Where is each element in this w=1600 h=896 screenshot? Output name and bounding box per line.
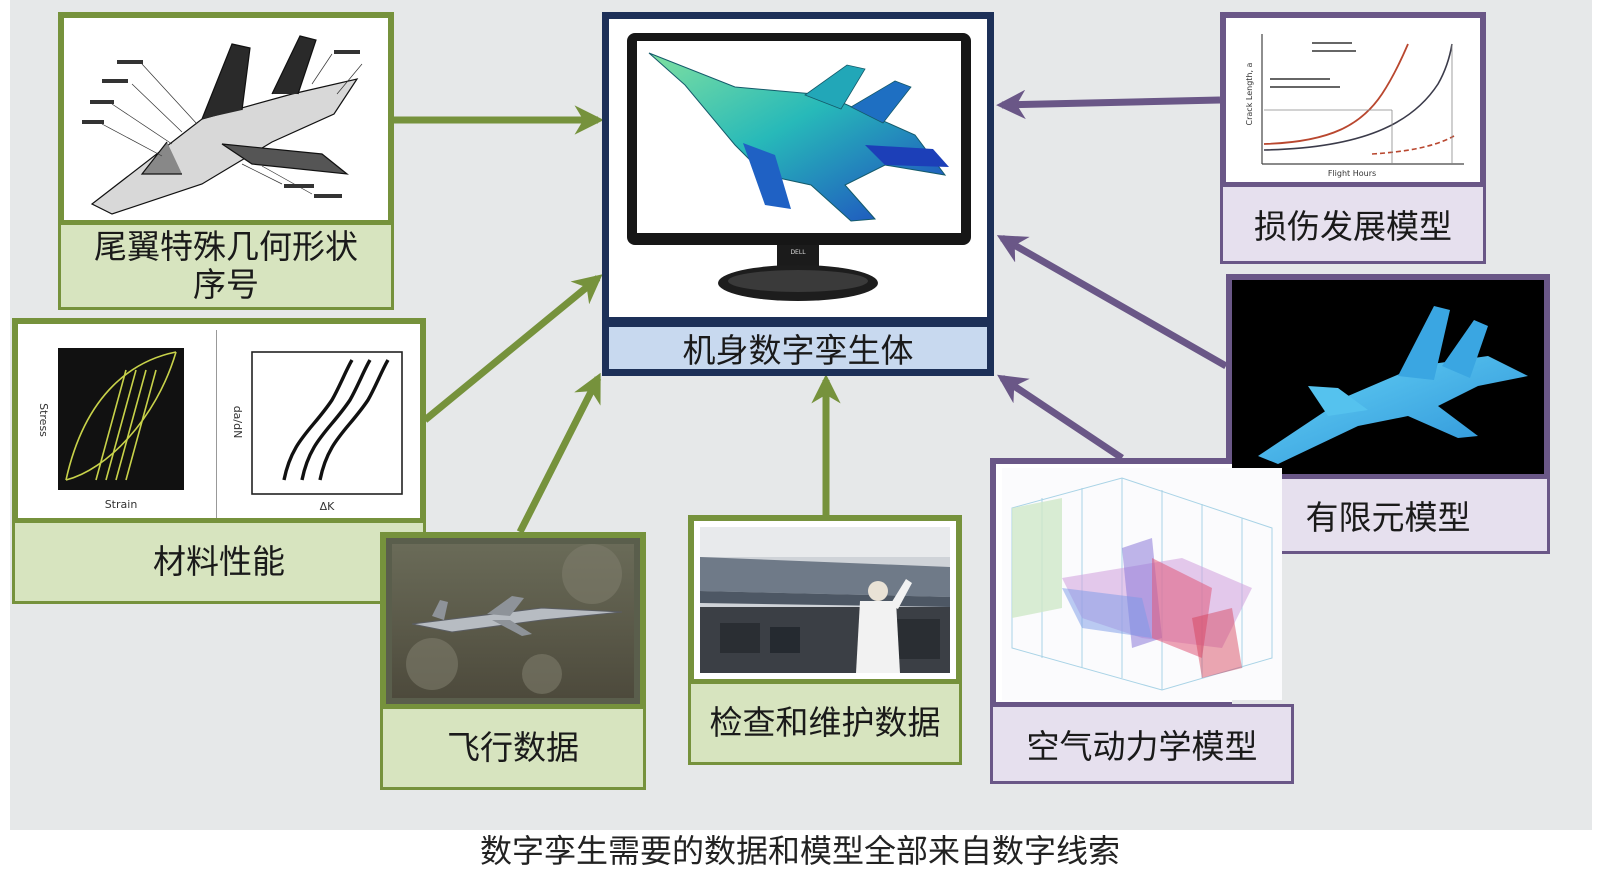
monitor-brand-text: DELL: [790, 249, 806, 256]
digital-twin-panel: DELL: [602, 12, 994, 324]
fem-jet-render: [1238, 286, 1538, 474]
dadn-axis-label: da/dN: [231, 406, 244, 439]
tail-geometry-label-line1: 尾翼特殊几何形状: [94, 227, 358, 267]
digital-twin-label-text: 机身数字孪生体: [682, 331, 914, 370]
arrow-fem-to-center: [996, 234, 1228, 370]
damage-model-label: 损伤发展模型: [1220, 184, 1486, 264]
stress-axis-label: Stress: [37, 403, 50, 437]
damage-model-label-text: 损伤发展模型: [1254, 207, 1452, 246]
arrow-flight-to-center: [516, 372, 602, 534]
dk-axis-label: ΔK: [320, 500, 336, 513]
flight-panel: [380, 532, 646, 710]
monitor-illustration: DELL: [615, 25, 981, 317]
damage-model-panel: Flight Hours Crack Length, a: [1220, 12, 1486, 188]
arrow-damage-to-center: [996, 89, 1221, 120]
flight-photo: [392, 544, 634, 698]
tail-geometry-label-line2: 序号: [193, 265, 259, 304]
crack-growth-plot: da/dN ΔK: [222, 330, 416, 518]
damage-growth-chart: Flight Hours Crack Length, a: [1232, 24, 1474, 180]
arrow-material-to-center: [422, 274, 603, 423]
fem-model-panel: [1226, 274, 1550, 480]
fem-model-label-text: 有限元模型: [1305, 498, 1471, 537]
material-label: 材料性能: [12, 520, 426, 604]
inspection-label: 检查和维护数据: [688, 681, 962, 765]
aircraft-exploded-drawing: [72, 24, 380, 220]
arrow-aero-to-center: [997, 374, 1124, 461]
inspection-photo: [700, 527, 950, 673]
aero-model-label: 空气动力学模型: [990, 704, 1294, 784]
aero-cfd-render: [1002, 468, 1282, 700]
tail-geometry-label: 尾翼特殊几何形状 序号: [58, 222, 394, 310]
flight-label-text: 飞行数据: [447, 728, 579, 768]
material-panel: Stress Strain da/dN ΔK: [12, 318, 426, 524]
damage-y-axis-label: Crack Length, a: [1245, 62, 1254, 125]
damage-x-axis-label: Flight Hours: [1328, 169, 1376, 178]
flight-label: 飞行数据: [380, 706, 646, 790]
inspection-panel: [688, 515, 962, 685]
digital-twin-label: 机身数字孪生体: [602, 320, 994, 376]
aero-model-label-text: 空气动力学模型: [1026, 727, 1258, 766]
figure-caption: 数字孪生需要的数据和模型全部来自数字线索: [479, 832, 1120, 870]
tail-geometry-panel: [58, 12, 394, 226]
strain-axis-label: Strain: [105, 498, 138, 511]
stress-strain-plot: Stress Strain: [26, 330, 216, 518]
material-divider: [216, 330, 217, 518]
inspection-label-text: 检查和维护数据: [709, 703, 941, 743]
material-label-text: 材料性能: [153, 542, 285, 582]
